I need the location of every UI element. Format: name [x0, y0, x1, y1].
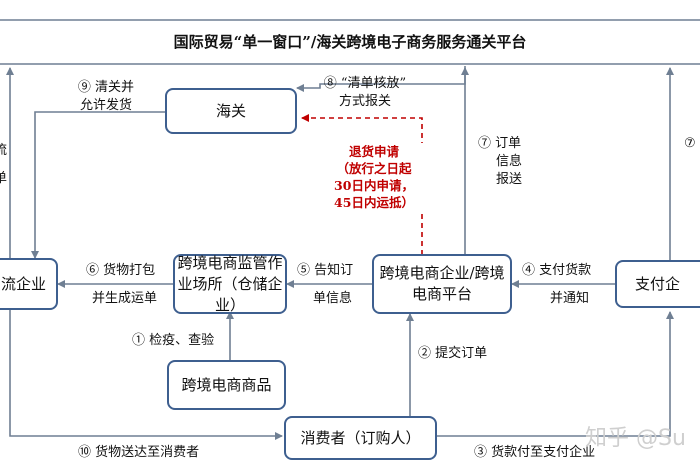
platform-banner-border: [0, 19, 700, 65]
step-9-line2: 允许发货: [79, 98, 132, 113]
step-9-label: ⑨ 清关并 允许发货: [60, 79, 152, 115]
node-payment: 支付企: [615, 260, 700, 308]
step-4-label: ④ 支付货款 并通知: [522, 262, 591, 308]
step-5-line2: 单信息: [313, 291, 353, 306]
node-customs: 海关: [165, 88, 297, 134]
step-7-line3: 报送: [496, 172, 523, 187]
return-note: 退货申请 （放行之日起 30日内申请， 45日内运抵）: [322, 143, 426, 211]
node-goods: 跨境电商商品: [167, 360, 286, 410]
node-logistics: 流企业: [0, 258, 58, 310]
arrow-step-9: [31, 111, 165, 259]
node-platform: 跨境电商企业/跨境电商平台: [372, 254, 512, 314]
arrow-step-3: [437, 311, 674, 437]
return-note-line4: 45日内运抵）: [334, 195, 414, 210]
step-8-line2: 方式报关: [338, 94, 391, 109]
step-6-line1: ⑥ 货物打包: [86, 263, 156, 278]
step-1-label: ① 检疫、查验: [132, 333, 215, 348]
step-7-line1: ⑦ 订单: [478, 136, 522, 151]
watermark: 知乎 @Su: [585, 426, 686, 451]
left-edge-text-2: 单: [0, 171, 8, 186]
step-6-label: ⑥ 货物打包 并生成运单: [86, 262, 157, 308]
arrow-step-10: [9, 310, 283, 440]
node-consumer: 消费者（订购人）: [284, 416, 437, 460]
step-8-label: ⑧ “清单核放” 方式报关: [300, 75, 430, 111]
step-4-line2: 并通知: [550, 291, 590, 306]
node-warehouse: 跨境电商监管作业场所（仓储企业）: [173, 254, 287, 314]
step-4-line1: ④ 支付货款: [522, 263, 592, 278]
step-9-line1: ⑨ 清关并: [77, 80, 135, 95]
return-note-line1: 退货申请: [348, 144, 399, 159]
return-note-line2: （放行之日起: [336, 161, 412, 176]
step-2-label: ② 提交订单: [418, 346, 488, 361]
step-7-right-label: ⑦: [684, 136, 696, 151]
step-5-line1: ⑤ 告知订: [297, 263, 354, 278]
step-7-line2: 信息: [496, 154, 523, 169]
step-3-label: ③ 货款付至支付企业: [474, 445, 596, 460]
step-7-label: ⑦ 订单 信息 报送: [478, 135, 522, 189]
page-title: 国际贸易“单一窗口”/海关跨境电子商务服务通关平台: [173, 33, 527, 51]
left-edge-text-1: 流: [0, 143, 8, 158]
step-6-line2: 并生成运单: [92, 291, 158, 306]
return-note-line3: 30日内申请，: [334, 178, 414, 193]
step-8-line1: ⑧ “清单核放”: [323, 76, 407, 91]
step-5-label: ⑤ 告知订 单信息: [297, 262, 353, 308]
step-10-label: ⑩ 货物送达至消费者: [78, 445, 200, 460]
